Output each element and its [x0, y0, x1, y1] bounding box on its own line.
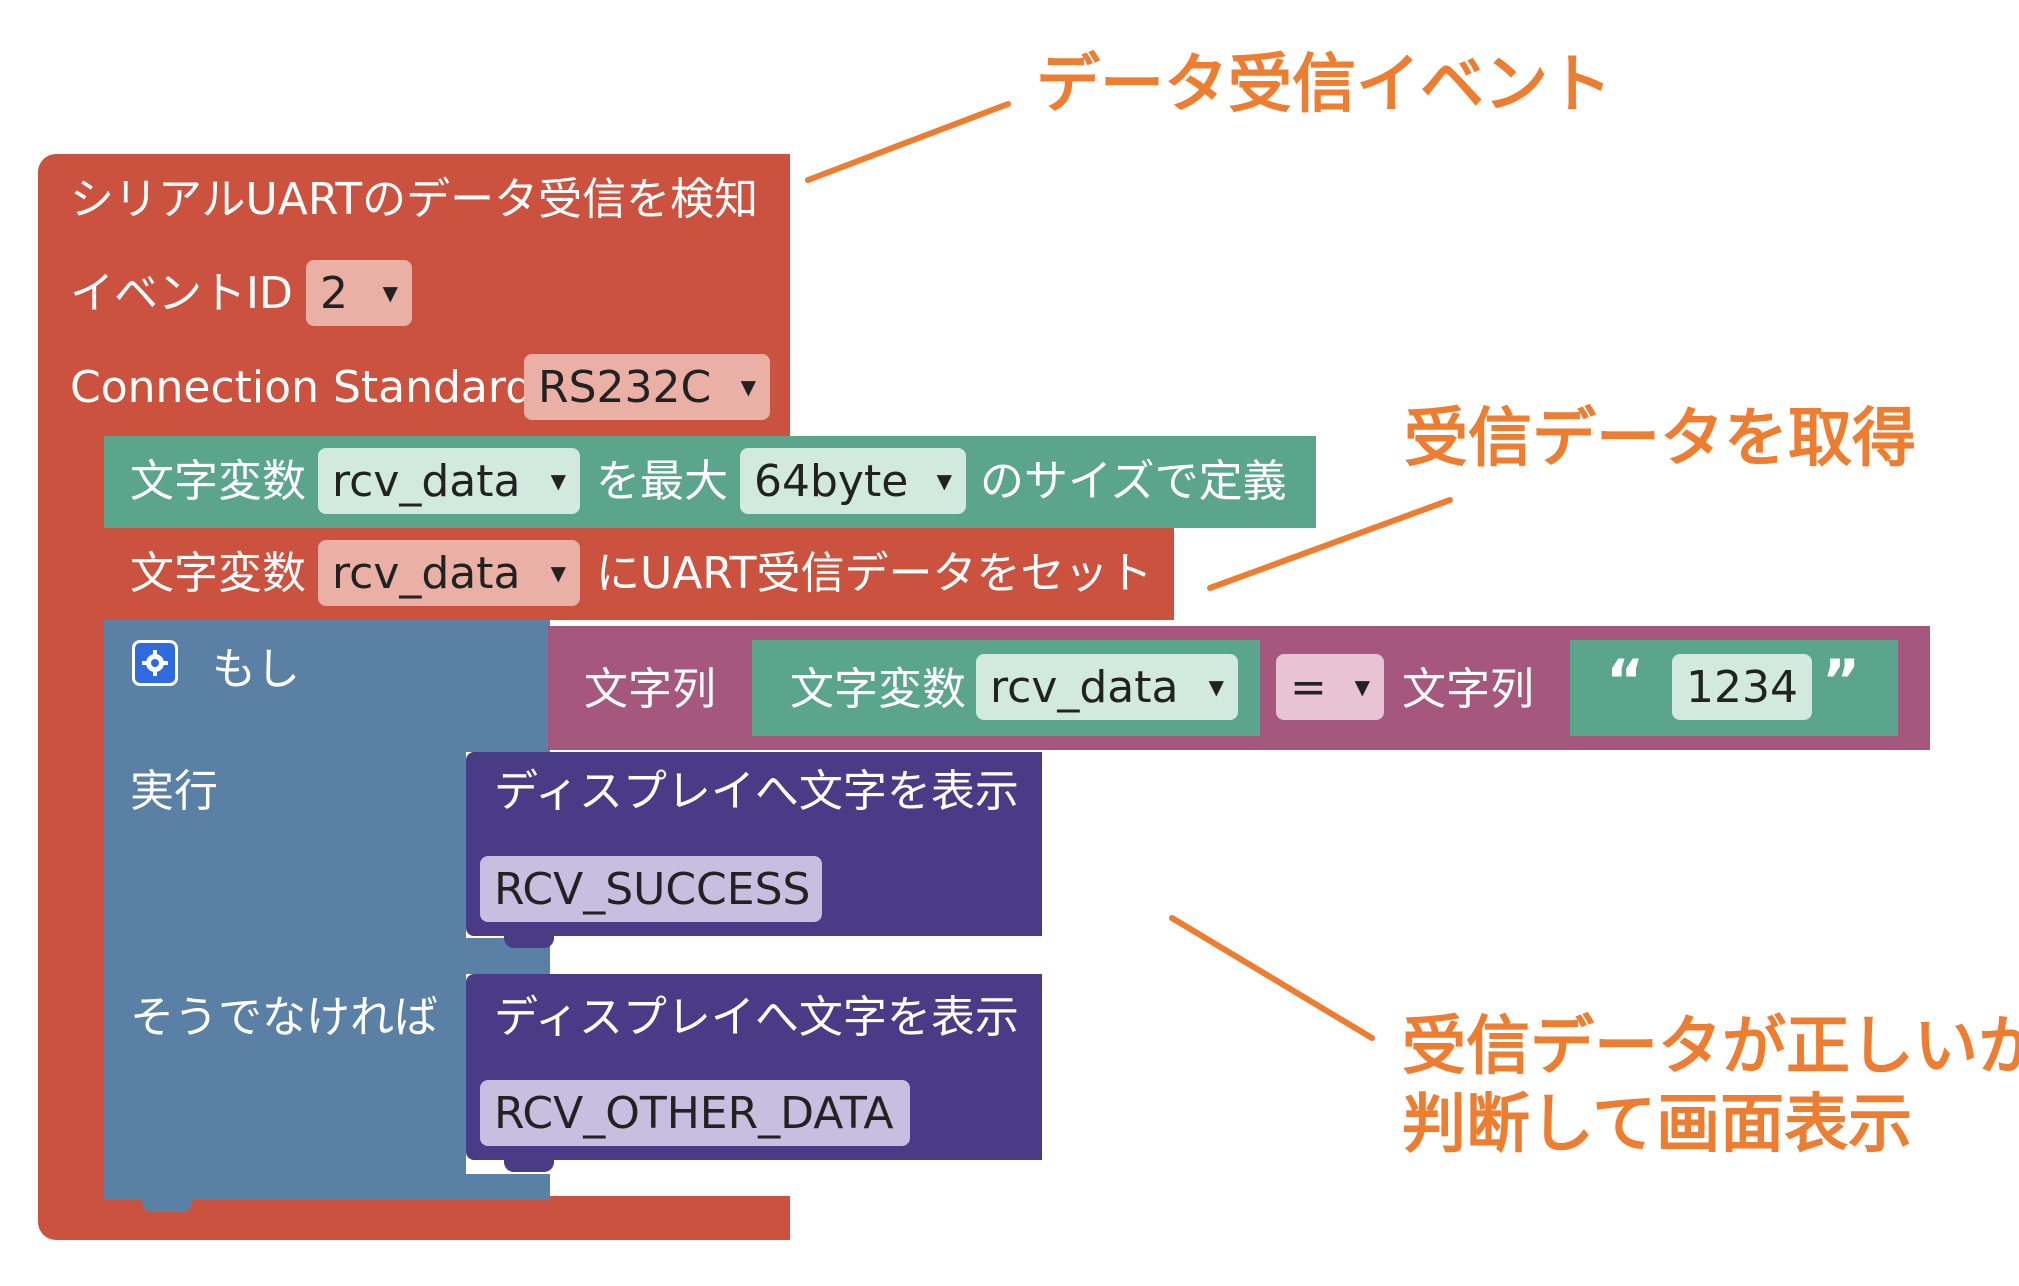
dropdown-arrow-icon: ▼: [382, 281, 398, 305]
define-var-name: rcv_data: [332, 455, 521, 507]
gear-icon-glyph: [142, 650, 168, 676]
event-id-dropdown[interactable]: 2 ▼: [306, 260, 412, 326]
compare-right-label: 文字列: [1402, 664, 1534, 715]
compare-var-label: 文字変数: [790, 664, 966, 715]
define-var-dropdown[interactable]: rcv_data ▼: [318, 448, 580, 514]
operator-value: =: [1290, 661, 1327, 713]
event-title: シリアルUARTのデータ受信を検知: [70, 174, 759, 225]
display-2-value-field[interactable]: RCV_OTHER_DATA: [480, 1080, 910, 1146]
then-label: 実行: [130, 766, 218, 817]
connection-label: Connection Standard: [70, 362, 534, 413]
define-var-label: 文字変数: [130, 456, 306, 507]
if-else-block[interactable]: [104, 620, 550, 752]
size-value: 64byte: [754, 455, 909, 507]
connection-dropdown[interactable]: RS232C ▼: [524, 354, 770, 420]
connection-value: RS232C: [538, 361, 712, 413]
literal-value: 1234: [1686, 661, 1798, 713]
display-2-value: RCV_OTHER_DATA: [494, 1087, 894, 1139]
set-var-name: rcv_data: [332, 547, 521, 599]
annotation-judge-line1: 受信データが正しいか: [1402, 1010, 2019, 1084]
open-quote-icon: “: [1606, 647, 1645, 715]
literal-input[interactable]: 1234: [1672, 654, 1812, 720]
annotation-judge-line2: 判断して画面表示: [1402, 1088, 1913, 1162]
annotation-line-judge: [1169, 915, 1375, 1041]
define-max-label: を最大: [596, 456, 728, 507]
event-block-left-arm: [38, 430, 104, 1200]
annotation-line-receive: [1207, 497, 1453, 591]
compare-var-dropdown[interactable]: rcv_data ▼: [976, 654, 1238, 720]
display-block-1-connector: [504, 934, 554, 948]
set-variable-block[interactable]: [104, 528, 1174, 620]
else-label: そうでなければ: [130, 992, 438, 1043]
dropdown-arrow-icon: ▼: [1354, 675, 1370, 699]
display-block-2-connector: [504, 1158, 554, 1172]
annotation-line-event: [805, 101, 1011, 183]
display-1-label: ディスプレイへ文字を表示: [494, 766, 1019, 817]
display-1-value: RCV_SUCCESS: [494, 863, 811, 915]
annotation-event: データ受信イベント: [1036, 48, 1612, 122]
dropdown-arrow-icon: ▼: [1208, 675, 1224, 699]
operator-dropdown[interactable]: = ▼: [1276, 654, 1384, 720]
event-id-label: イベントID: [70, 268, 293, 319]
if-label: もし: [212, 644, 300, 695]
if-else-left-arm: [104, 750, 466, 1200]
display-1-value-field[interactable]: RCV_SUCCESS: [480, 856, 822, 922]
close-quote-icon: ”: [1822, 647, 1861, 715]
set-suffix-label: にUART受信データをセット: [596, 548, 1153, 599]
compare-left-label: 文字列: [584, 664, 716, 715]
dropdown-arrow-icon: ▼: [740, 375, 756, 399]
define-variable-block[interactable]: [104, 436, 1316, 528]
if-block-connector: [142, 1198, 192, 1212]
gear-icon[interactable]: [132, 640, 178, 686]
set-var-dropdown[interactable]: rcv_data ▼: [318, 540, 580, 606]
event-id-value: 2: [320, 267, 348, 319]
define-suffix-label: のサイズで定義: [980, 456, 1287, 507]
dropdown-arrow-icon: ▼: [936, 469, 952, 493]
annotation-receive: 受信データを取得: [1404, 402, 1916, 476]
set-var-label: 文字変数: [130, 548, 306, 599]
size-dropdown[interactable]: 64byte ▼: [740, 448, 966, 514]
compare-var-name: rcv_data: [990, 661, 1179, 713]
if-else-footer: [104, 1174, 550, 1200]
dropdown-arrow-icon: ▼: [550, 469, 566, 493]
display-2-label: ディスプレイへ文字を表示: [494, 992, 1019, 1043]
dropdown-arrow-icon: ▼: [550, 561, 566, 585]
